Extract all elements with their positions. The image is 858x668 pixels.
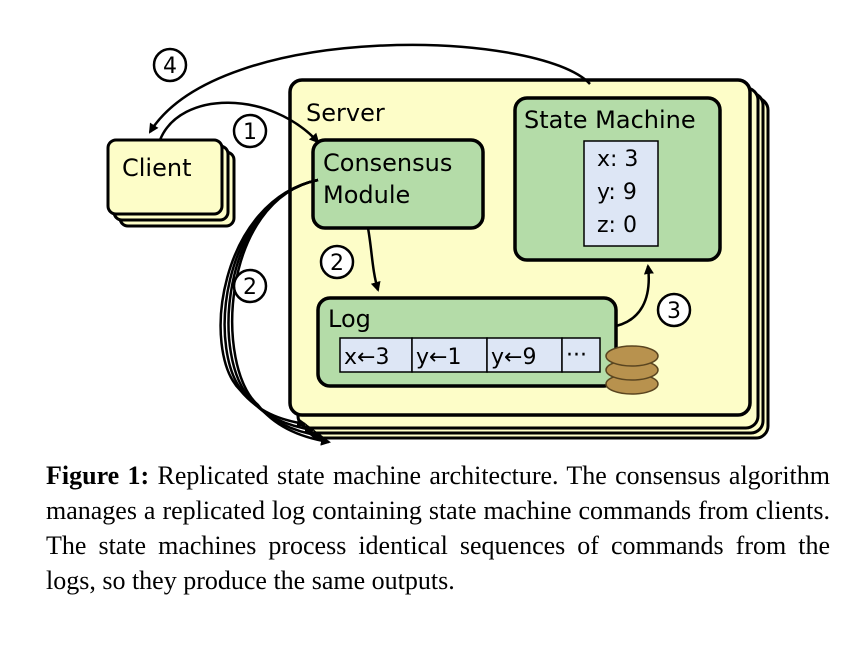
- arrow-2-consensus-to-log: [366, 227, 381, 292]
- client-label: Client: [122, 154, 191, 182]
- log-entry-cell-4: [561, 337, 601, 373]
- step-badge-2-log: 2: [319, 244, 355, 280]
- arrow-4-output-to-client: [148, 43, 591, 134]
- arrows-2-replicate-to-servers: [219, 178, 331, 446]
- log-entry-cell-3: [486, 337, 563, 373]
- consensus-module-label-line1: Consensus: [323, 149, 452, 177]
- server-label: Server: [306, 99, 385, 127]
- log-entry-3: y←9: [491, 345, 536, 370]
- replicated-state-machine-diagram: Server Client Consensus Module State Mac…: [106, 43, 770, 446]
- log-entry-more: ···: [566, 343, 587, 368]
- svg-text:4: 4: [163, 54, 177, 79]
- figure-caption: Figure 1: Replicated state machine archi…: [46, 458, 830, 598]
- arrow-3-log-to-state-machine: [615, 264, 654, 328]
- state-value-z: z: 0: [597, 213, 637, 238]
- log-entries: x←3 y←1 y←9 ···: [339, 337, 601, 373]
- log-entry-1: x←3: [344, 345, 389, 370]
- step-badge-1: 1: [232, 113, 268, 149]
- svg-text:2: 2: [243, 275, 257, 300]
- log-entry-2: y←1: [416, 345, 461, 370]
- disk-storage-icon: [605, 345, 659, 395]
- arrow-1-client-to-consensus: [158, 101, 320, 144]
- client-box: [106, 138, 224, 216]
- svg-text:2: 2: [330, 251, 344, 276]
- state-table: [583, 140, 659, 247]
- consensus-module-box: [311, 138, 485, 230]
- svg-text:3: 3: [667, 299, 681, 324]
- state-value-y: y: 9: [597, 180, 637, 205]
- state-value-x: x: 3: [597, 147, 638, 172]
- step-badge-4: 4: [152, 47, 188, 83]
- step-badge-2-replicate: 2: [232, 268, 268, 304]
- consensus-module-label-line2: Module: [323, 181, 410, 209]
- svg-text:1: 1: [243, 120, 257, 145]
- step-badge-3: 3: [656, 292, 692, 328]
- log-label: Log: [328, 305, 371, 333]
- state-machine-label: State Machine: [524, 106, 696, 134]
- figure-caption-text: Replicated state machine architecture. T…: [46, 461, 830, 595]
- figure-caption-label: Figure 1:: [46, 461, 150, 490]
- client-stack: [106, 138, 236, 228]
